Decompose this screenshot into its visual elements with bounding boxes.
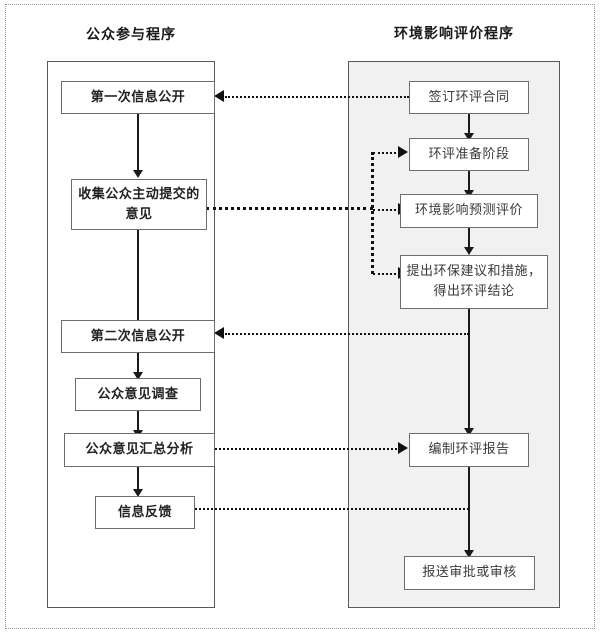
node-public-opinion-summary-analysis[interactable]: 公众意见汇总分析 [64, 433, 215, 467]
node-label: 第一次信息公开 [90, 89, 186, 105]
edge-l4-l5-shaft [137, 410, 139, 432]
node-label: 公众意见调查 [97, 386, 179, 402]
edge-l2-to-r2-arrow [398, 146, 408, 158]
node-compile-eia-report[interactable]: 编制环评报告 [409, 433, 529, 467]
edge-l1-l2-shaft [137, 113, 139, 171]
edge-l5-l6-shaft [137, 466, 139, 491]
edge-l2-to-r3-line [373, 209, 400, 211]
edge-r4-to-l3-arrow [214, 327, 224, 339]
edge-l3-l4-head [133, 372, 143, 380]
node-label: 报送审批或审核 [422, 565, 517, 580]
edge-r4-to-l3-line [225, 333, 469, 335]
node-label: 信息反馈 [117, 504, 172, 520]
edge-l2-trunk-riser [371, 152, 374, 274]
node-label: 签订环评合同 [428, 89, 510, 105]
edge-l5-to-r5-arrow [398, 442, 408, 454]
edge-r5-to-l6-line [195, 508, 469, 510]
node-label: 编制环评报告 [428, 442, 510, 457]
edge-l3-l4-shaft [137, 352, 139, 374]
edge-r1-to-l1-line [225, 96, 409, 98]
edge-r1-to-l1-arrow [214, 90, 224, 102]
edge-l2-to-r4-line [373, 273, 400, 275]
edge-r5-r6-head [464, 550, 474, 558]
node-label: 收集公众主动提交的意见 [78, 186, 200, 222]
node-environmental-impact-prediction[interactable]: 环境影响预测评价 [400, 194, 538, 228]
edge-r5-r6-shaft [468, 466, 470, 552]
edge-r4-r5-shaft [468, 308, 470, 430]
edge-l2-l3-shaft [137, 229, 139, 324]
node-public-opinion-survey[interactable]: 公众意见调查 [75, 378, 201, 411]
node-information-feedback[interactable]: 信息反馈 [95, 496, 195, 529]
edge-r1-r2-shaft [468, 113, 470, 135]
edge-r3-r4-head [464, 247, 474, 255]
edge-l5-to-r5-line [215, 448, 401, 450]
edge-r2-r3-shaft [468, 170, 470, 192]
node-sign-eia-contract[interactable]: 签订环评合同 [409, 81, 529, 114]
lane-title-public: 公众参与程序 [86, 27, 176, 43]
node-submit-for-approval-or-review[interactable]: 报送审批或审核 [404, 556, 535, 590]
node-label: 公众意见汇总分析 [85, 442, 194, 457]
edge-l2-trunk-line [206, 207, 373, 210]
node-first-information-disclosure[interactable]: 第一次信息公开 [61, 81, 215, 114]
edge-r1-r2-head [464, 133, 474, 141]
edge-l2-to-r2-line [373, 152, 400, 154]
edge-r4-r5-head [464, 428, 474, 436]
edge-l1-l2-head [133, 170, 143, 178]
node-second-information-disclosure[interactable]: 第二次信息公开 [61, 320, 215, 353]
edge-l5-l6-head [133, 489, 143, 497]
edge-r3-r4-shaft [468, 227, 470, 249]
node-collect-public-submitted-opinions[interactable]: 收集公众主动提交的意见 [71, 179, 207, 230]
node-propose-measures-and-conclusion[interactable]: 提出环保建议和措施，得出环评结论 [400, 255, 548, 309]
node-label: 第二次信息公开 [90, 328, 186, 344]
node-eia-preparation-stage[interactable]: 环评准备阶段 [409, 138, 529, 171]
node-label: 提出环保建议和措施，得出环评结论 [406, 264, 542, 299]
node-label: 环境影响预测评价 [414, 203, 523, 218]
lane-title-eia: 环境影响评价程序 [394, 26, 514, 42]
node-label: 环评准备阶段 [428, 146, 510, 162]
